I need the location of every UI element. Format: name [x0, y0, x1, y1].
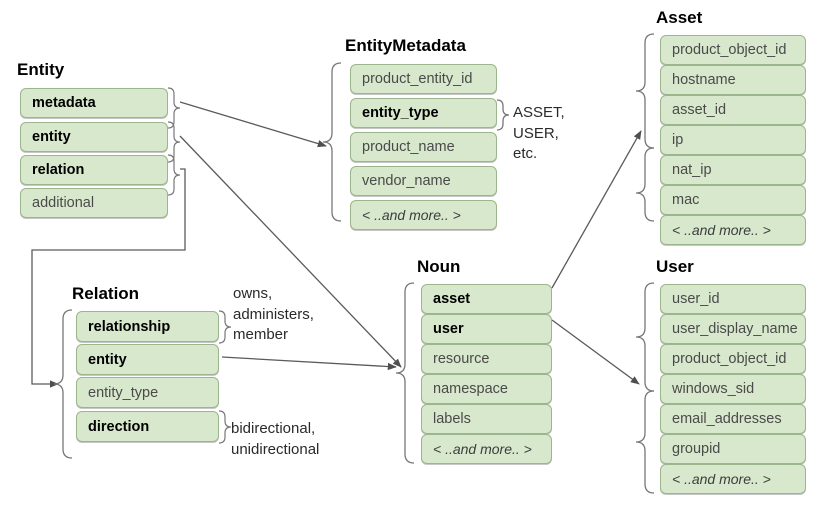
field-entity-relation[interactable]: relation	[20, 155, 168, 185]
link-relation-entity-to-noun	[221, 356, 397, 371]
field-asset-product-object-id[interactable]: product_object_id	[660, 35, 806, 65]
field-em-product-entity-id[interactable]: product_entity_id	[350, 64, 497, 94]
entity-field-brackets	[167, 87, 181, 196]
field-user-user-id[interactable]: user_id	[660, 284, 806, 314]
field-entity-entity[interactable]: entity	[20, 122, 168, 152]
link-noun-asset-to-asset	[551, 130, 642, 289]
field-asset-mac[interactable]: mac	[660, 185, 806, 215]
asset-group-brace	[635, 33, 655, 222]
direction-value-brace	[218, 410, 232, 444]
field-noun-labels[interactable]: labels	[421, 404, 552, 434]
field-user-user-display-name[interactable]: user_display_name	[660, 314, 806, 344]
field-asset-hostname[interactable]: hostname	[660, 65, 806, 95]
noun-group-brace	[395, 282, 415, 464]
entitymetadata-group-brace	[322, 62, 342, 222]
field-user-email-addresses[interactable]: email_addresses	[660, 404, 806, 434]
field-noun-namespace[interactable]: namespace	[421, 374, 552, 404]
entity-type-value-brace	[496, 99, 510, 131]
user-group-brace	[635, 282, 655, 494]
field-user-groupid[interactable]: groupid	[660, 434, 806, 464]
field-asset-nat-ip[interactable]: nat_ip	[660, 155, 806, 185]
field-user-product-object-id[interactable]: product_object_id	[660, 344, 806, 374]
field-entity-additional[interactable]: additional	[20, 188, 168, 218]
field-noun-asset[interactable]: asset	[421, 284, 552, 314]
group-title-entity: Entity	[17, 60, 65, 79]
note-relationship-values: owns, administers, member	[233, 285, 314, 344]
field-relation-entity-type[interactable]: entity_type	[76, 377, 219, 408]
field-user-windows-sid[interactable]: windows_sid	[660, 374, 806, 404]
link-noun-user-to-user	[551, 319, 640, 385]
link-metadata-to-entitymetadata	[179, 101, 327, 148]
field-noun-resource[interactable]: resource	[421, 344, 552, 374]
field-em-product-name[interactable]: product_name	[350, 132, 497, 162]
group-title-noun: Noun	[417, 257, 461, 276]
field-asset-and-more[interactable]: < ..and more.. >	[660, 215, 806, 245]
group-title-entity-metadata: EntityMetadata	[345, 36, 466, 55]
field-asset-asset-id[interactable]: asset_id	[660, 95, 806, 125]
field-relation-entity[interactable]: entity	[76, 344, 219, 375]
group-title-user: User	[656, 257, 694, 276]
relation-group-brace	[53, 309, 73, 459]
field-em-entity-type[interactable]: entity_type	[350, 98, 497, 128]
relationship-value-brace	[218, 310, 232, 344]
note-entity-type-values: ASSET, USER, etc.	[513, 104, 565, 163]
group-title-relation: Relation	[72, 284, 140, 303]
field-noun-user[interactable]: user	[421, 314, 552, 344]
field-em-and-more[interactable]: < ..and more.. >	[350, 200, 497, 230]
field-em-vendor-name[interactable]: vendor_name	[350, 166, 497, 196]
field-user-and-more[interactable]: < ..and more.. >	[660, 464, 806, 494]
field-asset-ip[interactable]: ip	[660, 125, 806, 155]
group-title-asset: Asset	[656, 8, 703, 27]
field-relation-direction[interactable]: direction	[76, 411, 219, 442]
field-entity-metadata[interactable]: metadata	[20, 88, 168, 118]
note-direction-values: bidirectional, unidirectional	[231, 420, 320, 458]
field-relation-relationship[interactable]: relationship	[76, 311, 219, 342]
field-noun-and-more[interactable]: < ..and more.. >	[421, 434, 552, 464]
